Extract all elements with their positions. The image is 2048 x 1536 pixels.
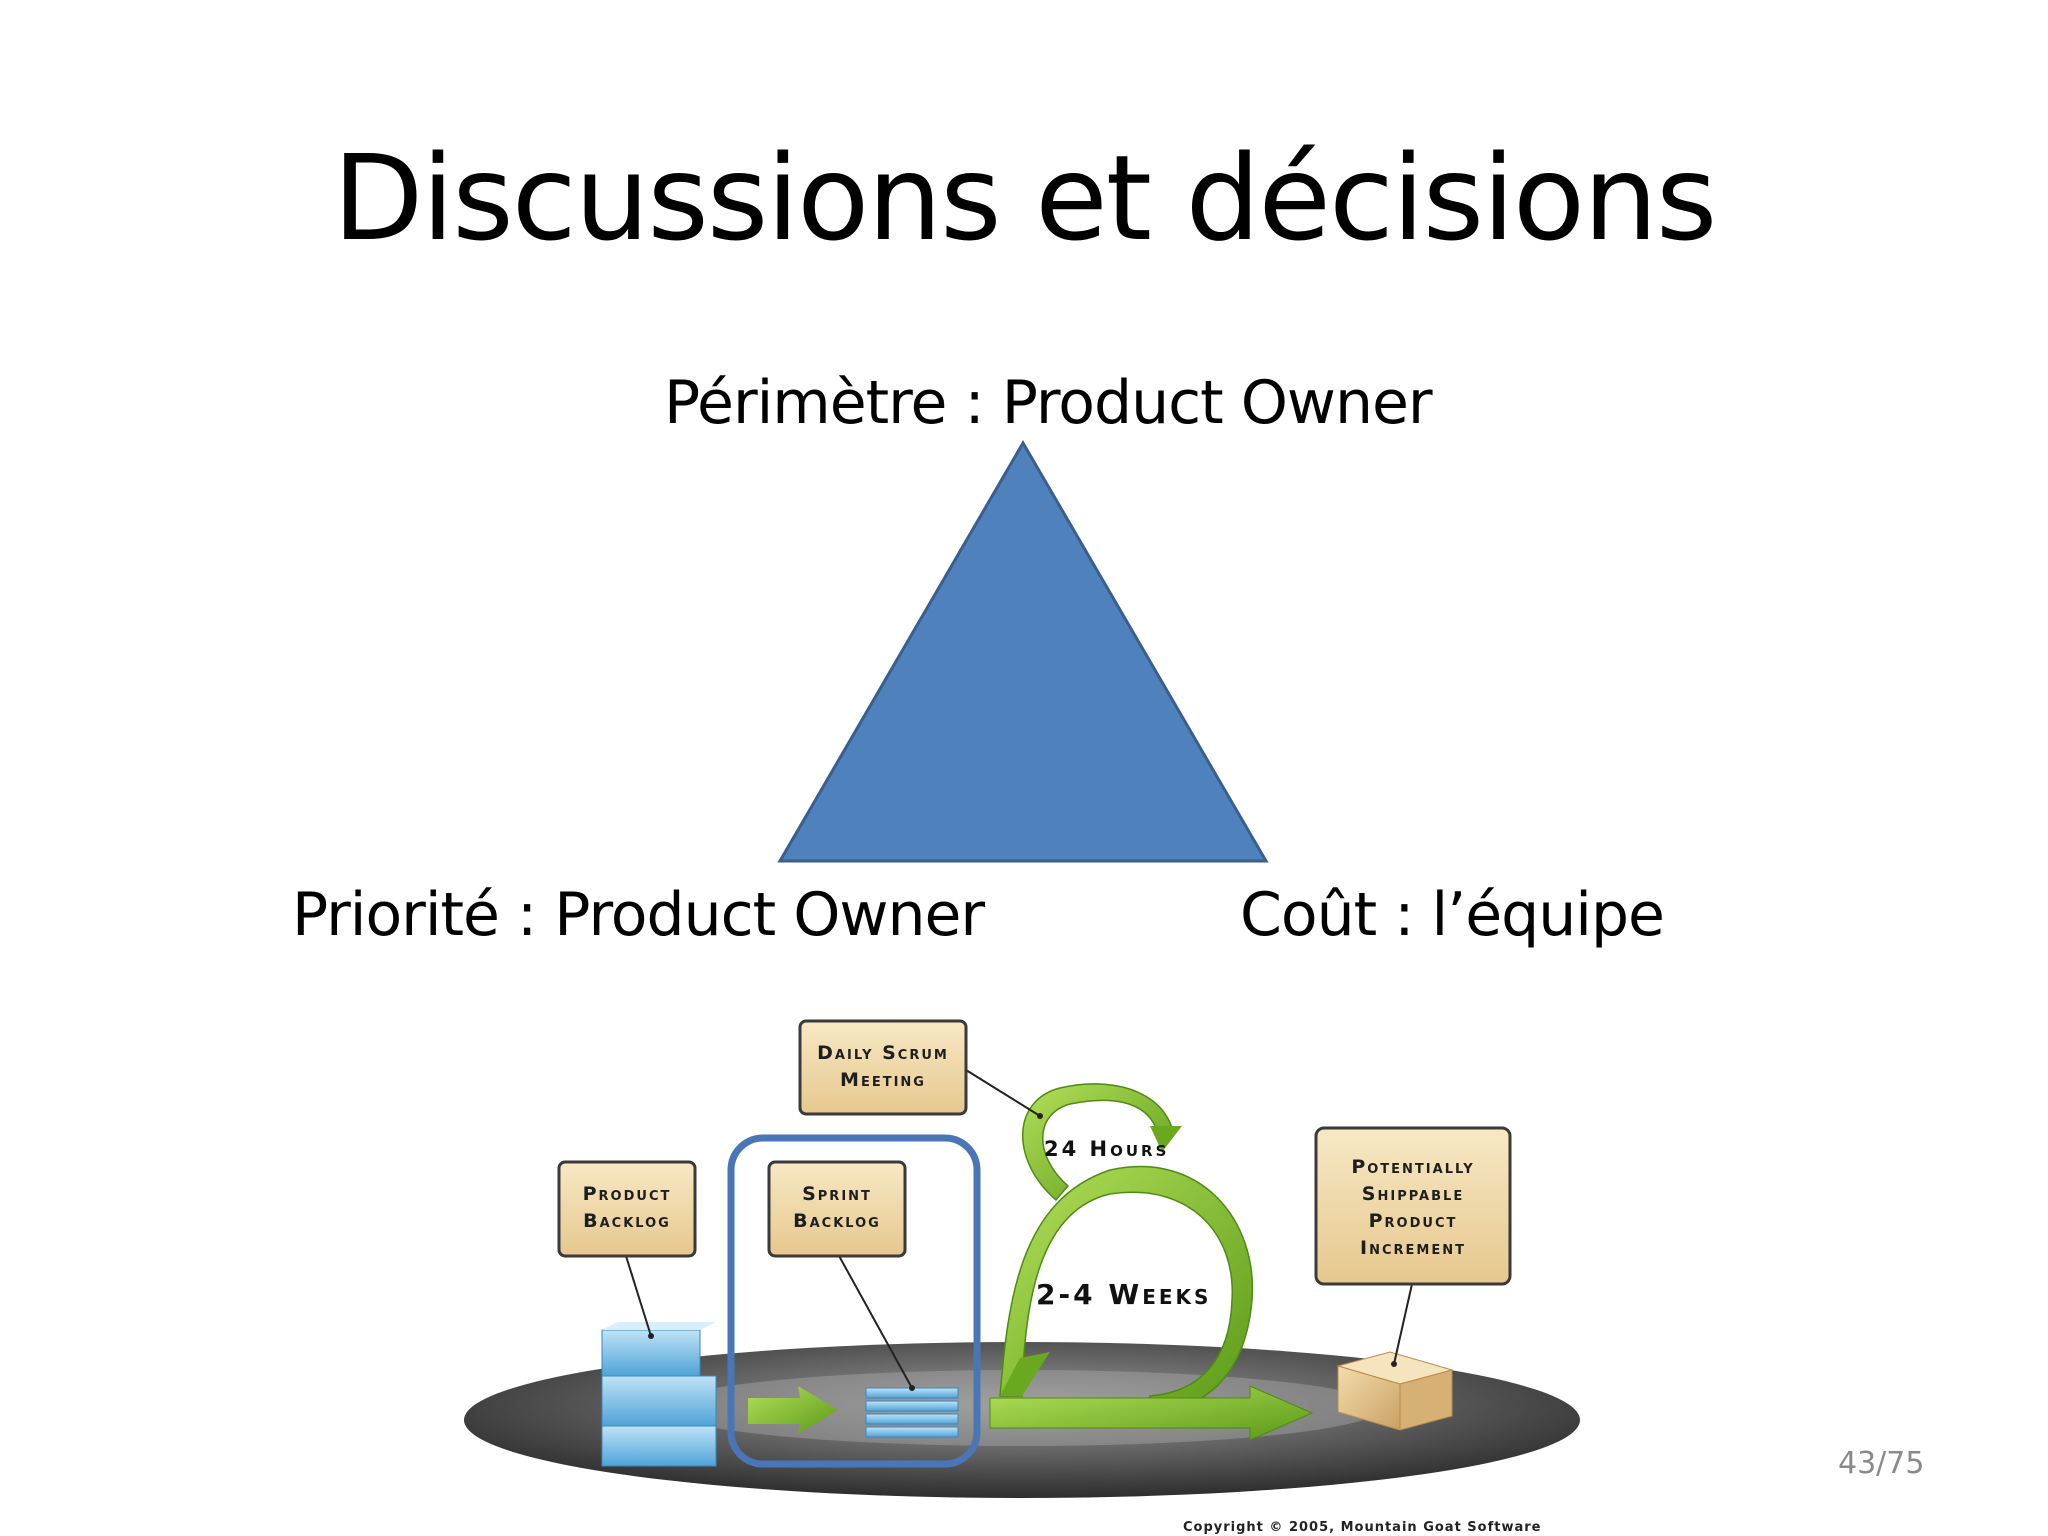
product-backlog-text: Product Backlog bbox=[582, 1183, 672, 1232]
sprint-backlog-highlight bbox=[727, 1134, 981, 1468]
daily-scrum-text: Daily Scrum Meeting bbox=[817, 1042, 949, 1091]
increment-box bbox=[1314, 1126, 1512, 1286]
sprint-backlog-box bbox=[767, 1160, 907, 1258]
daily-scrum-label: Daily Scrum Meeting bbox=[800, 1040, 966, 1094]
product-backlog-box bbox=[557, 1160, 697, 1258]
increment-label: Potentially Shippable Product Increment bbox=[1316, 1154, 1510, 1262]
slide-title: Discussions et décisions bbox=[332, 129, 1718, 267]
sprint-cycle-label: 2-4 Weeks bbox=[1036, 1278, 1212, 1311]
increment-text: Potentially Shippable Product Increment bbox=[1351, 1156, 1475, 1259]
daily-cycle-label: 24 Hours bbox=[1044, 1137, 1170, 1161]
copyright-notice: Copyright © 2005, Mountain Goat Software bbox=[1183, 1520, 1542, 1535]
daily-scrum-box bbox=[798, 1019, 968, 1116]
sprint-backlog-text: Sprint Backlog bbox=[793, 1183, 881, 1232]
triangle-shape bbox=[777, 440, 1269, 863]
release-arrow bbox=[989, 1385, 1314, 1441]
page-number: 43/75 bbox=[1838, 1446, 1925, 1481]
sprint-backlog-label: Sprint Backlog bbox=[769, 1181, 905, 1235]
triangle-label-cost: Coût : l’équipe bbox=[1240, 880, 1665, 950]
backlog-arrow bbox=[748, 1386, 838, 1434]
triangle-label-priority: Priorité : Product Owner bbox=[292, 880, 985, 950]
triangle-label-scope: Périmètre : Product Owner bbox=[664, 368, 1433, 438]
product-increment-crate bbox=[1336, 1351, 1454, 1431]
product-backlog-blocks bbox=[601, 1322, 717, 1467]
product-backlog-label: Product Backlog bbox=[559, 1181, 695, 1235]
